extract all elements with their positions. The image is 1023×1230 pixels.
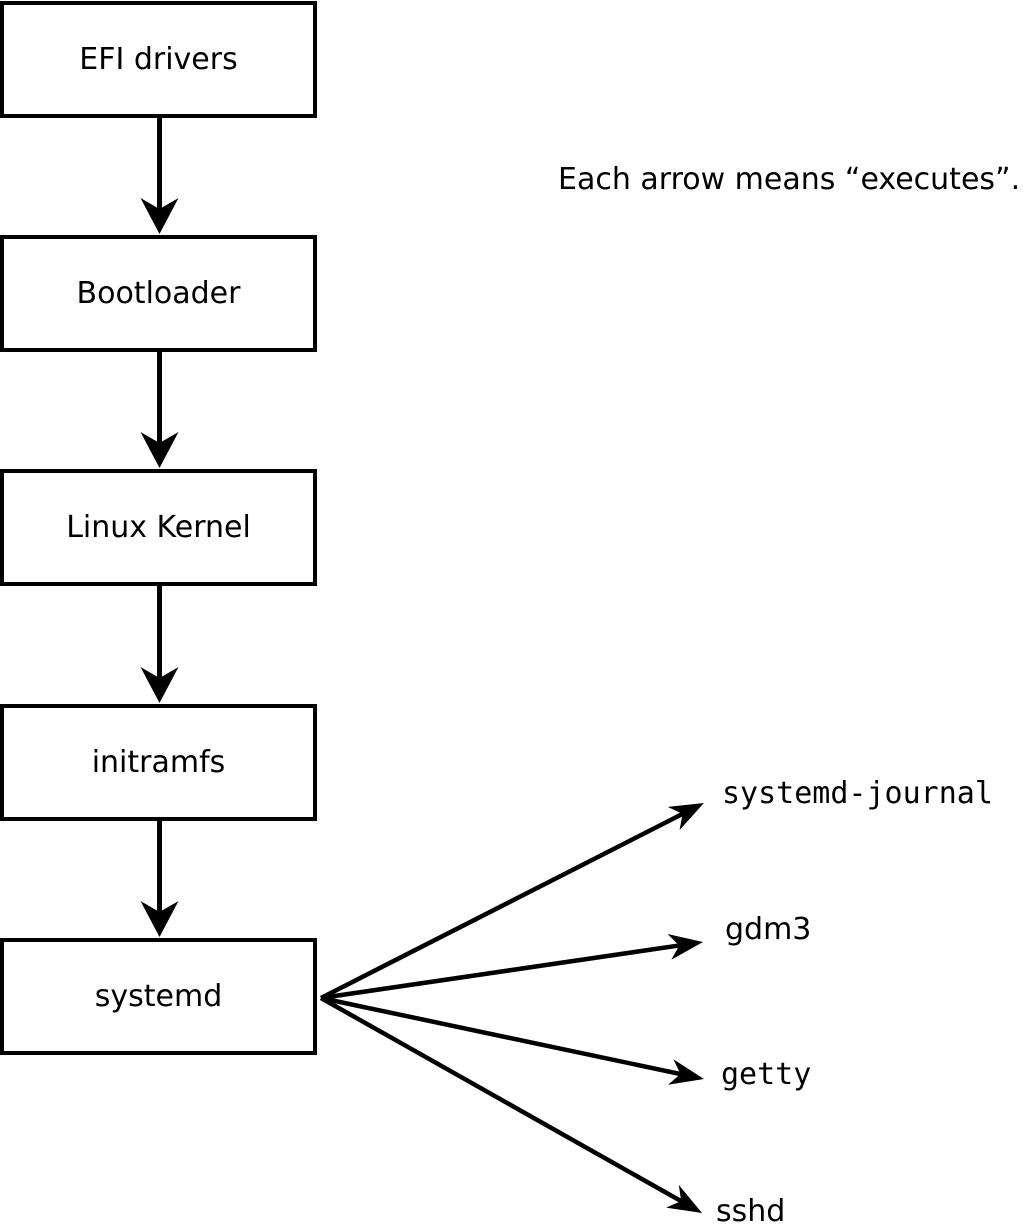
node-label: systemd xyxy=(94,978,223,1014)
node-initramfs: initramfs xyxy=(0,704,317,821)
node-bootloader: Bootloader xyxy=(0,235,317,352)
node-systemd: systemd xyxy=(0,938,317,1055)
legend-note: Each arrow means “executes”. xyxy=(558,162,1021,197)
target-getty: getty xyxy=(721,1057,812,1092)
node-label: initramfs xyxy=(91,744,226,780)
node-linux-kernel: Linux Kernel xyxy=(0,469,317,586)
node-efi-drivers: EFI drivers xyxy=(0,1,317,118)
node-label: Bootloader xyxy=(76,275,241,311)
node-label: EFI drivers xyxy=(79,41,238,77)
node-label: Linux Kernel xyxy=(66,509,251,545)
target-systemd-journal: systemd-journal xyxy=(722,776,993,811)
arrow-systemd-to-journal xyxy=(319,803,704,1001)
target-sshd: sshd xyxy=(716,1194,786,1229)
arrow-systemd-to-gdm3 xyxy=(320,934,704,1001)
arrow-systemd-to-sshd xyxy=(319,996,703,1213)
target-gdm3: gdm3 xyxy=(725,912,812,947)
arrow-systemd-to-getty xyxy=(320,995,704,1085)
